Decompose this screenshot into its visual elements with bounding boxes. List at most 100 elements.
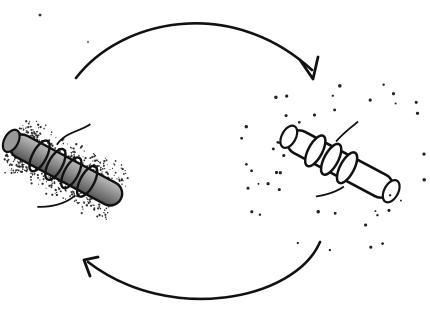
particle bbox=[369, 246, 372, 249]
stipple-dot bbox=[102, 162, 104, 164]
stipple-dot bbox=[103, 160, 106, 163]
stipple-dot bbox=[31, 174, 33, 176]
stipple-dot bbox=[98, 213, 101, 216]
stipple-dot bbox=[43, 128, 45, 130]
particle bbox=[333, 108, 336, 111]
particle bbox=[297, 242, 299, 244]
stipple-dot bbox=[123, 173, 125, 175]
stipple-dot bbox=[62, 142, 64, 144]
stipple-dot bbox=[22, 168, 24, 170]
particle bbox=[395, 102, 397, 104]
stipple-dot bbox=[80, 212, 83, 215]
stipple-dot bbox=[104, 216, 106, 218]
stipple-dot bbox=[37, 177, 40, 180]
stipple-dot bbox=[102, 168, 104, 170]
particle bbox=[258, 183, 260, 185]
stipple-dot bbox=[116, 178, 118, 180]
stipple-dot bbox=[107, 212, 109, 214]
particle bbox=[400, 200, 402, 202]
stipple-dot bbox=[67, 143, 68, 144]
particle bbox=[334, 212, 337, 215]
particle bbox=[313, 113, 316, 116]
particle bbox=[275, 171, 278, 174]
particle bbox=[245, 163, 248, 166]
stipple-dot bbox=[13, 160, 15, 162]
particle bbox=[285, 95, 288, 98]
stipple-dot bbox=[38, 127, 40, 129]
stipple-dot bbox=[105, 218, 107, 220]
particle bbox=[274, 96, 277, 99]
particle bbox=[422, 153, 425, 156]
stipple-dot bbox=[125, 173, 127, 175]
stipple-dot bbox=[104, 157, 106, 159]
stipple-dot bbox=[51, 131, 53, 133]
stipple-dot bbox=[113, 174, 115, 176]
particle bbox=[276, 141, 279, 144]
particle bbox=[364, 223, 367, 226]
stipple-dot bbox=[105, 207, 107, 209]
stipple-dot bbox=[86, 198, 88, 200]
stipple-dot bbox=[29, 121, 31, 123]
stipple-dot bbox=[56, 192, 58, 194]
stipple-dot bbox=[29, 125, 31, 127]
stipple-dot bbox=[98, 203, 101, 206]
stipple-dot bbox=[124, 170, 126, 172]
stipple-dot bbox=[125, 185, 126, 186]
particle bbox=[374, 210, 376, 212]
stipple-dot bbox=[38, 183, 39, 184]
stipple-dot bbox=[65, 198, 67, 200]
particle bbox=[285, 114, 288, 117]
stipple-dot bbox=[83, 159, 85, 161]
stipple-dot bbox=[86, 197, 88, 199]
stipple-dot bbox=[59, 190, 62, 193]
particle bbox=[259, 213, 261, 215]
stipple-dot bbox=[71, 153, 73, 155]
stipple-dot bbox=[107, 164, 108, 165]
stipple-dot bbox=[51, 182, 53, 184]
stipple-dot bbox=[45, 124, 47, 126]
stipple-dot bbox=[121, 183, 123, 185]
stipple-dot bbox=[36, 174, 39, 177]
stipple-dot bbox=[118, 176, 119, 177]
stipple-dot bbox=[22, 129, 24, 131]
stipple-dot bbox=[41, 182, 44, 185]
stipple-dot bbox=[73, 154, 75, 156]
stipple-dot bbox=[84, 156, 87, 159]
particle bbox=[247, 187, 250, 190]
particle bbox=[338, 84, 341, 87]
stipple-dot bbox=[50, 134, 52, 136]
stipple-dot bbox=[36, 120, 38, 122]
stipple-dot bbox=[82, 156, 83, 157]
stipple-dot bbox=[55, 193, 58, 196]
particle bbox=[298, 121, 301, 124]
stipple-dot bbox=[30, 179, 32, 181]
stipple-dot bbox=[25, 128, 27, 130]
stipple-dot bbox=[87, 201, 89, 203]
stipple-dot bbox=[99, 208, 101, 210]
stipple-dot bbox=[39, 139, 41, 141]
right-coiled-rod-icon bbox=[264, 93, 419, 230]
particle bbox=[381, 242, 384, 245]
stipple-dot bbox=[100, 167, 102, 169]
stipple-dot bbox=[33, 172, 35, 174]
particle bbox=[329, 249, 331, 251]
bottom-curved-arrow-icon bbox=[84, 242, 320, 299]
stipple-dot bbox=[104, 168, 106, 170]
particle bbox=[415, 101, 418, 104]
particle bbox=[245, 125, 248, 128]
stipple-dot bbox=[50, 184, 53, 187]
particle bbox=[278, 188, 281, 191]
particle bbox=[387, 209, 390, 212]
stipple-dot bbox=[10, 170, 11, 171]
stipple-dot bbox=[30, 182, 33, 185]
stipple-dot bbox=[104, 213, 107, 216]
stipple-dot bbox=[99, 168, 102, 171]
stipple-dot bbox=[105, 159, 108, 162]
stipple-dot bbox=[69, 195, 71, 197]
stipple-dot bbox=[98, 161, 100, 163]
stipple-dot bbox=[54, 193, 56, 195]
stipple-dot bbox=[103, 164, 106, 167]
stipple-dot bbox=[10, 171, 13, 174]
